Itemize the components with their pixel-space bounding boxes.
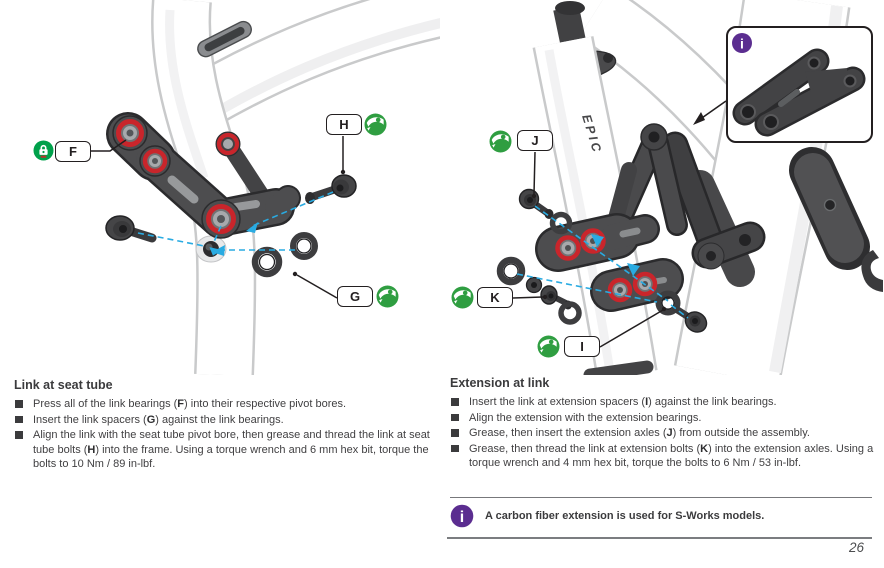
info-icon (732, 33, 752, 53)
callout-g: G (337, 286, 373, 307)
inset-extension-part (732, 48, 866, 137)
info-icon: i (450, 504, 474, 528)
inset-arrowhead (693, 112, 705, 125)
instruction-item: Insert the link spacers (G) against the … (14, 413, 438, 428)
frame-slot (197, 20, 252, 58)
extension-spacers-i-left (496, 256, 543, 294)
bearing (139, 145, 171, 177)
bearing (201, 199, 241, 239)
instruction-item: Align the link with the seat tube pivot … (14, 428, 438, 472)
instruction-item: Align the extension with the extension b… (450, 411, 874, 426)
downtube-logo-fragment (861, 250, 883, 292)
frame-panel (789, 147, 870, 270)
svg-text:i: i (460, 509, 464, 526)
axis-arrows (591, 234, 640, 276)
link-slot (232, 200, 260, 211)
callout-j: J (517, 130, 553, 151)
section-link-at-seat-tube: Link at seat tube Press all of the link … (14, 378, 438, 473)
callout-f: F (55, 141, 91, 162)
grease-icon (537, 335, 560, 363)
callout-g-letter: G (349, 289, 361, 304)
exploded-axis-lines (137, 191, 334, 251)
grease-icon (364, 113, 387, 141)
link-spacers (251, 232, 318, 278)
inset-box: i (693, 26, 873, 143)
callout-f-letter: F (69, 144, 77, 159)
seat-tube-bolt-left (105, 215, 157, 243)
instruction-list: Insert the link at extension spacers (I)… (450, 395, 874, 471)
bearing (112, 115, 148, 151)
seat-tube-bolt-h (305, 174, 357, 204)
diagram-extension-at-link: EPIC (496, 0, 883, 375)
callout-h: H (326, 114, 362, 135)
info-icon-glyph: i (740, 36, 744, 52)
extension-spacer-i (655, 290, 681, 316)
diagram-link-at-seat-tube (91, 0, 440, 375)
callout-j-letter: J (531, 133, 539, 148)
note-text: A carbon fiber extension is used for S-W… (485, 510, 765, 522)
instruction-item: Press all of the link bearings (F) into … (14, 397, 438, 412)
instruction-item: Insert the link at extension spacers (I)… (450, 395, 874, 410)
threadlocker-icon (33, 140, 54, 166)
link-bearings (112, 115, 241, 239)
leader-lines (91, 136, 346, 299)
callout-i-letter: I (580, 339, 584, 354)
section-extension-at-link: Extension at link Insert the link at ext… (450, 376, 874, 472)
link-part-upper (535, 213, 660, 272)
grease-icon (376, 285, 399, 313)
section-heading: Link at seat tube (14, 378, 113, 392)
note-row: i A carbon fiber extension is used for S… (450, 497, 872, 528)
leader-lines (512, 151, 667, 348)
callout-k: K (477, 287, 513, 308)
section-heading: Extension at link (450, 376, 550, 390)
instruction-item: Grease, then thread the link at extensio… (450, 442, 874, 471)
callout-k-letter: K (490, 290, 500, 305)
extension-bolt-k (540, 285, 582, 325)
instruction-list: Press all of the link bearings (F) into … (14, 397, 438, 472)
instruction-item: Grease, then insert the extension axles … (450, 426, 874, 441)
extension-bolt-lower-right (672, 305, 708, 333)
grease-icon (451, 286, 474, 314)
link-slot (167, 175, 199, 204)
footer-rule (447, 537, 872, 539)
exploded-axis-lines (516, 205, 689, 319)
callout-h-letter: H (339, 117, 349, 132)
axis-arrows (209, 222, 258, 256)
callout-i: I (564, 336, 600, 357)
grease-icon (489, 130, 512, 158)
page-number: 26 (848, 540, 864, 555)
